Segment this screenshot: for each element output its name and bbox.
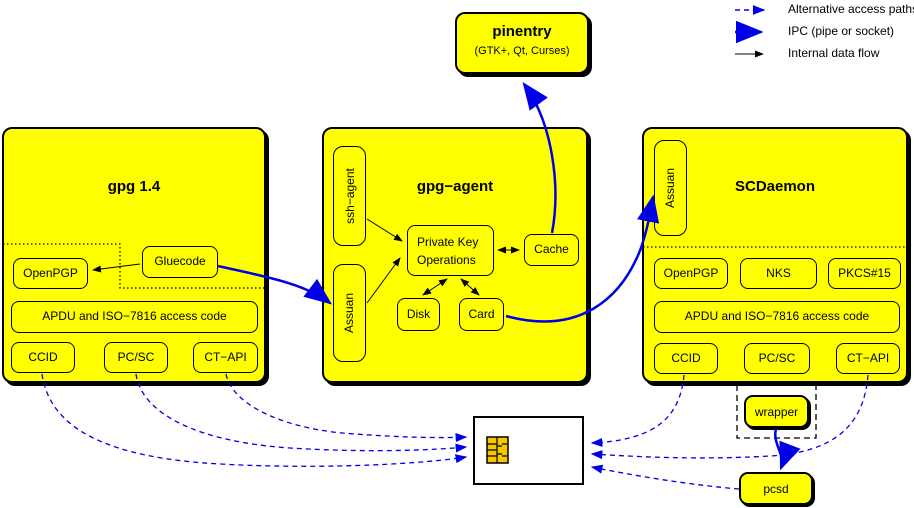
private-key-operations-node: Private Key Operations — [407, 225, 494, 276]
wrapper-node: wrapper — [744, 395, 809, 428]
gpg-agent-title: gpg−agent — [416, 178, 494, 195]
smartcard-chip-icon — [486, 436, 509, 464]
edge-gpg14-ctapi-to-card — [225, 373, 468, 443]
legend-alt-access-label: Alternative access paths — [788, 2, 914, 16]
scdaemon-pkcs15-node: PKCS#15 — [828, 258, 901, 289]
gpg14-title: gpg 1.4 — [107, 178, 161, 195]
gpg14-ctapi-node: CT−API — [193, 342, 258, 373]
edge-wrapper-to-pcsd — [774, 428, 801, 471]
pko-line2: Operations — [417, 253, 476, 267]
legend-internal-label: Internal data flow — [788, 46, 880, 60]
pinentry-title: pinentry — [492, 23, 552, 40]
scdaemon-assuan-label: Assuan — [663, 167, 678, 209]
edge-scdaemon-ctapi-to-card — [590, 374, 869, 460]
scdaemon-openpgp-node: OpenPGP — [654, 258, 728, 289]
scdaemon-ctapi-node: CT−API — [836, 343, 900, 374]
cache-node: Cache — [524, 234, 579, 266]
scdaemon-assuan-node: Assuan — [654, 140, 687, 236]
gluecode-node: Gluecode — [142, 246, 218, 278]
scdaemon-title: SCDaemon — [734, 178, 816, 195]
edge-gpg14-pcsc-to-card — [135, 373, 468, 453]
gpg14-pcsc-node: PC/SC — [104, 342, 168, 373]
edge-pcsd-to-card — [590, 464, 740, 490]
card-node: Card — [459, 298, 504, 331]
gpg-agent-assuan-node: Assuan — [333, 264, 366, 362]
gpg14-openpgp-node: OpenPGP — [13, 258, 88, 289]
edge-gpg14-ccid-to-card — [41, 373, 468, 467]
pcsd-node: pcsd — [739, 472, 813, 505]
ssh-agent-label: ssh−agent — [342, 168, 357, 224]
scdaemon-nks-node: NKS — [740, 258, 817, 289]
pko-line1: Private Key — [417, 235, 479, 249]
scdaemon-ccid-node: CCID — [654, 343, 718, 374]
gpg14-ccid-node: CCID — [11, 342, 75, 373]
gpg14-apdu-node: APDU and ISO−7816 access code — [11, 301, 258, 333]
edge-scdaemon-ccid-to-card — [590, 374, 685, 448]
disk-node: Disk — [397, 298, 440, 331]
smartcard — [473, 416, 584, 485]
legend-ipc-label: IPC (pipe or socket) — [788, 24, 895, 38]
gpg-agent-assuan-label: Assuan — [342, 292, 357, 334]
pinentry-subtitle: (GTK+, Qt, Curses) — [474, 45, 570, 57]
ssh-agent-node: ssh−agent — [333, 146, 366, 246]
scdaemon-apdu-node: APDU and ISO−7816 access code — [654, 301, 900, 333]
pinentry-box: pinentry (GTK+, Qt, Curses) — [455, 12, 589, 74]
scdaemon-pcsc-node: PC/SC — [744, 343, 810, 374]
